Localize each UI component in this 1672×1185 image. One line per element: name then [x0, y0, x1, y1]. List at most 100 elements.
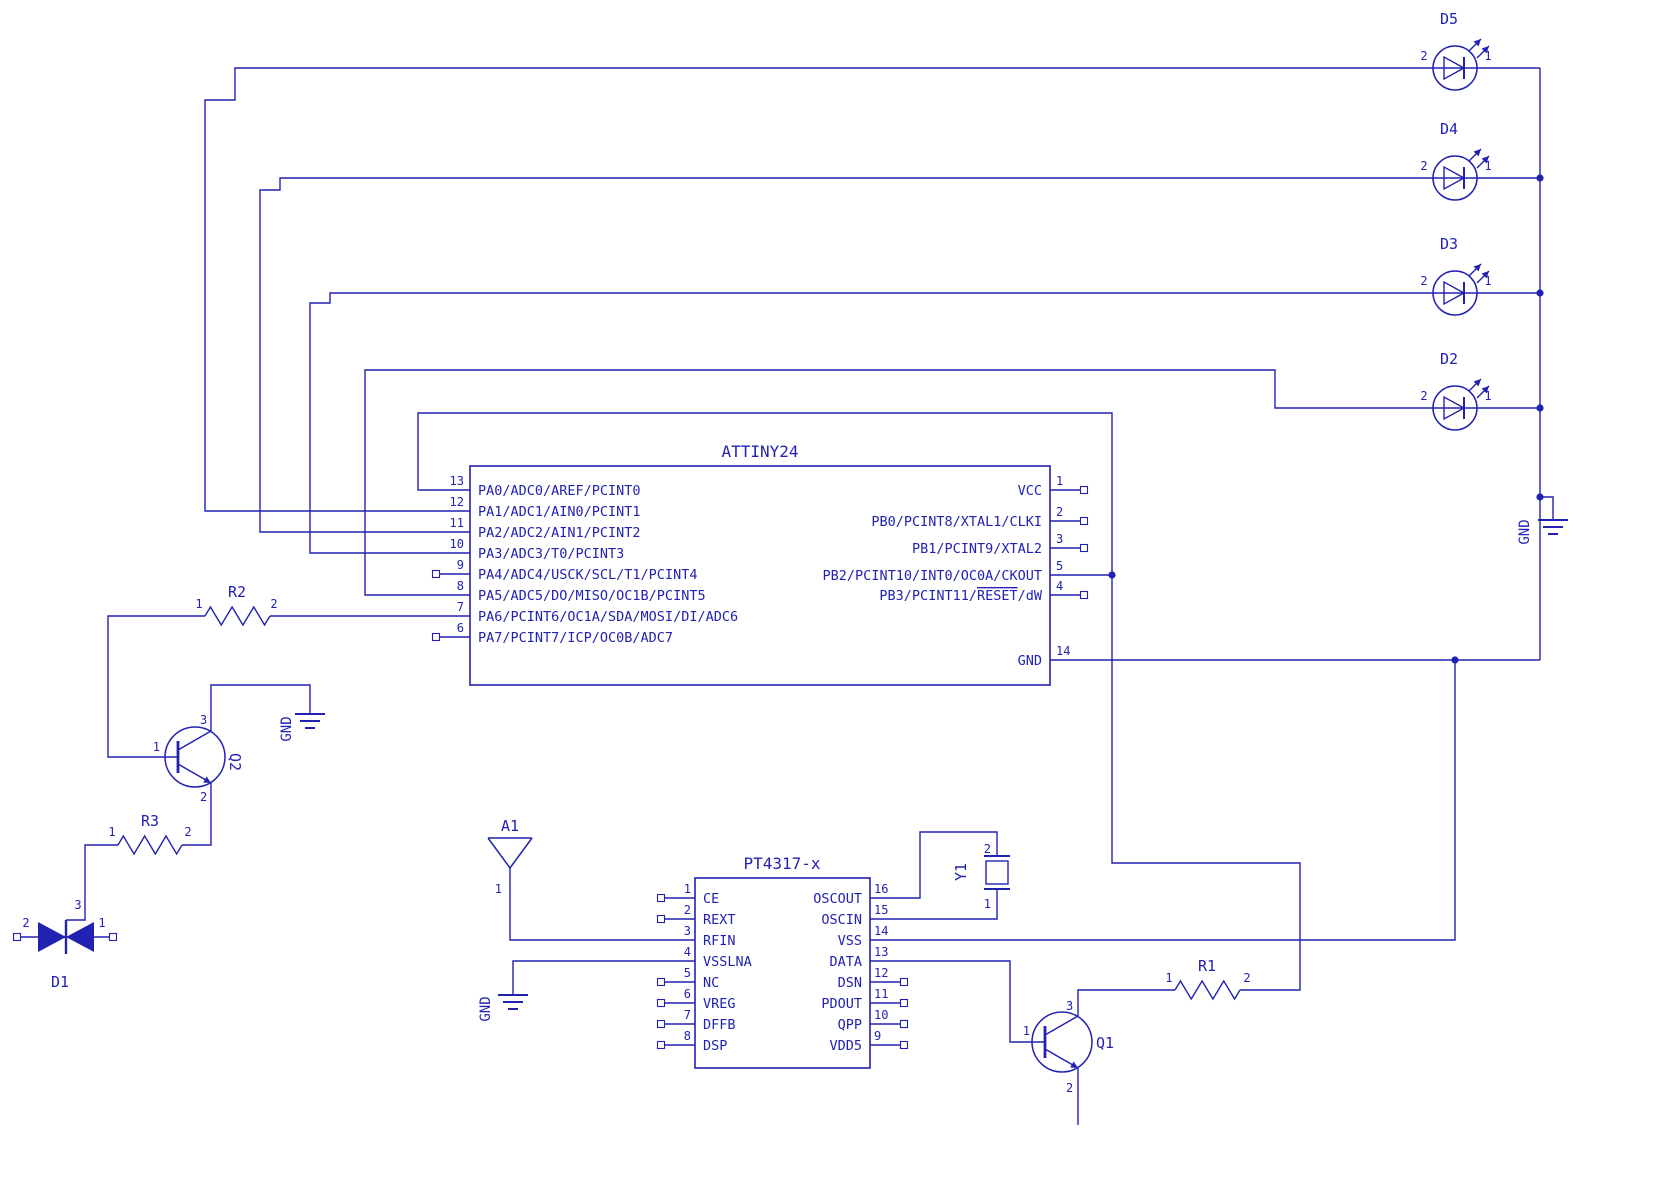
pin-name: CE — [703, 891, 719, 907]
led-anode-triangle — [1443, 280, 1466, 306]
pin-number: 2 — [1420, 159, 1427, 173]
pin-number: 4 — [684, 945, 691, 959]
pin-number: 2 — [1066, 1081, 1073, 1095]
wire — [210, 684, 311, 731]
resistor-body — [117, 834, 183, 856]
pin-name: PDOUT — [821, 996, 862, 1012]
pin-name: PA5/ADC5/DO/MISO/OC1B/PCINT5 — [478, 588, 706, 604]
pin-number: 9 — [874, 1029, 881, 1043]
pin-name: OSCIN — [821, 912, 862, 928]
wire — [870, 660, 1456, 941]
pin-name: PB1/PCINT9/XTAL2 — [912, 541, 1042, 557]
wire — [870, 831, 998, 899]
pin-number: 6 — [457, 621, 464, 635]
junction-dot — [1108, 571, 1116, 579]
diode-triangle — [66, 922, 94, 952]
antenna-ref: A1 — [501, 817, 519, 835]
junction-dot — [1536, 289, 1544, 297]
pin-open-terminal — [12, 932, 22, 942]
wire — [204, 67, 1433, 512]
wire — [870, 960, 1045, 1043]
pin-name: DSP — [703, 1038, 727, 1054]
wire — [259, 177, 1433, 533]
pin-open-terminal — [1079, 543, 1089, 553]
pin-number: 3 — [74, 898, 81, 912]
wire — [309, 292, 1433, 554]
wire — [870, 889, 998, 920]
pin-number: 2 — [1056, 505, 1063, 519]
led-ref: D5 — [1440, 10, 1458, 28]
led-anode-triangle — [1443, 395, 1466, 421]
wire — [1540, 496, 1554, 520]
pin-number: 2 — [22, 916, 29, 930]
diode-ref: D1 — [51, 973, 69, 991]
transistor-ref: Q2 — [226, 753, 244, 771]
pin-open-terminal — [899, 1040, 909, 1050]
pin-number: 8 — [457, 579, 464, 593]
led-anode-triangle — [1443, 55, 1466, 81]
pin-name: QPP — [838, 1017, 862, 1033]
pin-open-terminal — [656, 977, 666, 987]
pin-name: DSN — [838, 975, 862, 991]
pin-number: 2 — [200, 790, 207, 804]
pin-number: 4 — [1056, 579, 1063, 593]
pin-number: 1 — [1165, 971, 1172, 985]
junction-dot — [1536, 174, 1544, 182]
pin-number: 3 — [1066, 999, 1073, 1013]
transistor-ref: Q1 — [1096, 1034, 1114, 1052]
crystal-body — [985, 860, 1009, 885]
junction-dot — [1536, 404, 1544, 412]
pin-name: PA2/ADC2/AIN1/PCINT2 — [478, 525, 641, 541]
pin-number: 2 — [984, 842, 991, 856]
arrowhead — [1070, 1061, 1078, 1068]
pin-number: 1 — [1484, 159, 1491, 173]
pin-number: 1 — [108, 825, 115, 839]
arrowhead — [1473, 379, 1481, 387]
pin-number: 2 — [184, 825, 191, 839]
pin-number: 11 — [450, 516, 464, 530]
pin-name: VCC — [1018, 483, 1042, 499]
pin-number: 3 — [1056, 532, 1063, 546]
pin-number: 2 — [1420, 389, 1427, 403]
pin-number: 5 — [684, 966, 691, 980]
pin-number: 13 — [874, 945, 888, 959]
pin-open-terminal — [656, 914, 666, 924]
pin-name: VREG — [703, 996, 736, 1012]
pin-open-terminal — [656, 893, 666, 903]
pin-number: 7 — [684, 1008, 691, 1022]
pin-name: NC — [703, 975, 719, 991]
antenna-symbol — [487, 837, 511, 869]
pin-name: PA0/ADC0/AREF/PCINT0 — [478, 483, 641, 499]
pin-open-terminal — [108, 932, 118, 942]
transistor-body — [164, 726, 226, 788]
pin-name: RFIN — [703, 933, 736, 949]
pin-number: 3 — [684, 924, 691, 938]
pin-name: PA3/ADC3/T0/PCINT3 — [478, 546, 624, 562]
attiny24-ic-body — [469, 465, 1051, 686]
pin-open-terminal — [1079, 590, 1089, 600]
pin-name: GND — [1018, 653, 1042, 669]
pin-number: 15 — [874, 903, 888, 917]
pin-number: 14 — [874, 924, 888, 938]
resistor-body — [1174, 979, 1241, 1001]
pin-open-terminal — [1079, 485, 1089, 495]
led-ref: D3 — [1440, 235, 1458, 253]
arrowhead — [1481, 156, 1489, 164]
pin-open-terminal — [656, 1019, 666, 1029]
pin-name: REXT — [703, 912, 736, 928]
arrowhead — [1481, 271, 1489, 279]
pin-number: 1 — [684, 882, 691, 896]
wire — [417, 412, 1301, 991]
wire — [512, 960, 695, 995]
wire — [364, 369, 1433, 596]
pin-name: OSCOUT — [813, 891, 862, 907]
resistor-body — [204, 605, 271, 627]
pin-name: VDD5 — [829, 1038, 862, 1054]
pin-open-terminal — [431, 632, 441, 642]
attiny24-title: ATTINY24 — [721, 442, 798, 461]
pin-number: 12 — [450, 495, 464, 509]
pin-name: PA7/PCINT7/ICP/OC0B/ADC7 — [478, 630, 673, 646]
pin-number: 1 — [153, 740, 160, 754]
pin-number: 2 — [684, 903, 691, 917]
pin-number: 7 — [457, 600, 464, 614]
